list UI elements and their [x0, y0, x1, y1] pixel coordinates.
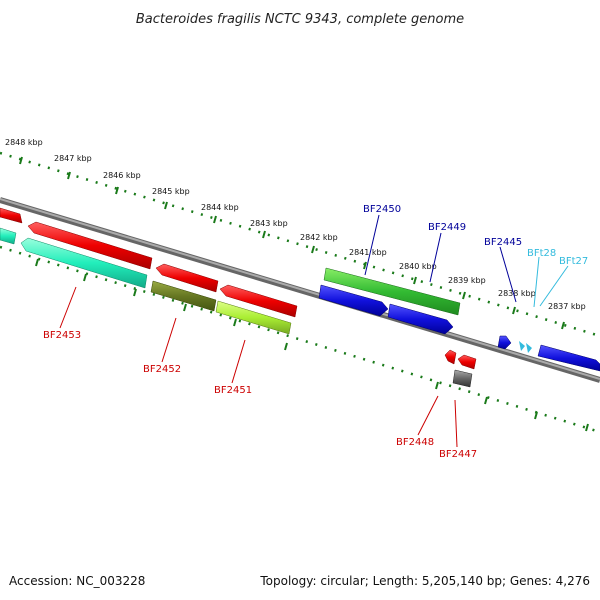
gene-label[interactable]: BF2453: [43, 330, 81, 341]
gene-label[interactable]: BF2451: [214, 385, 252, 396]
forward-genes: [0, 207, 600, 372]
gene-label[interactable]: BFt28: [527, 248, 556, 259]
gene-box[interactable]: [452, 369, 473, 388]
gene-arrow[interactable]: [537, 344, 600, 372]
gene-label[interactable]: BF2445: [484, 237, 522, 248]
tick-label: 2847 kbp: [54, 154, 92, 163]
gene-arrow[interactable]: [497, 335, 512, 350]
gene-arrow[interactable]: [318, 284, 389, 317]
tick-label: 2838 kbp: [498, 289, 536, 298]
genome-summary: Topology: circular; Length: 5,205,140 bp…: [259, 574, 590, 588]
gene-arrow[interactable]: [323, 267, 461, 316]
gene-arrow[interactable]: [27, 221, 153, 270]
gene-label[interactable]: BFt27: [559, 256, 588, 267]
trna-arrow[interactable]: [526, 343, 532, 353]
tick-label: 2846 kbp: [103, 171, 141, 180]
gene-label[interactable]: BF2448: [396, 437, 434, 448]
gene-arrow[interactable]: [219, 284, 298, 318]
gene-arrow[interactable]: [444, 349, 457, 365]
genome-backbone-highlight: [0, 198, 600, 380]
gene-arrow[interactable]: [0, 227, 17, 245]
accession-text: Accession: NC_003228: [9, 574, 145, 588]
gene-arrow[interactable]: [457, 354, 477, 370]
tick-label: 2841 kbp: [349, 248, 387, 257]
trna-arrow[interactable]: [519, 341, 525, 351]
tick-label: 2848 kbp: [5, 138, 43, 147]
gene-arrow[interactable]: [387, 303, 454, 335]
upper-major-ticks: [19, 156, 565, 330]
gene-arrow[interactable]: [20, 237, 148, 289]
gene-label[interactable]: BF2450: [363, 204, 401, 215]
gene-label[interactable]: BF2452: [143, 364, 181, 375]
tick-label: 2840 kbp: [399, 262, 437, 271]
gene-arrow[interactable]: [150, 280, 217, 312]
tick-label: 2842 kbp: [300, 233, 338, 242]
tick-label: 2845 kbp: [152, 187, 190, 196]
gene-arrow[interactable]: [155, 263, 219, 293]
page-title: Bacteroides fragilis NCTC 9343, complete…: [136, 12, 464, 27]
lower-major-ticks: [35, 258, 589, 432]
gene-label[interactable]: BF2449: [428, 222, 466, 233]
gene-arrow[interactable]: [215, 300, 292, 335]
tick-label: 2837 kbp: [548, 302, 586, 311]
callout-lines: [59, 214, 569, 448]
gene-label[interactable]: BF2447: [439, 449, 477, 460]
tick-label: 2839 kbp: [448, 276, 486, 285]
gene-arrow[interactable]: [0, 207, 23, 224]
reverse-genes: [0, 227, 477, 388]
gene-labels: BF2453 BF2452 BF2451 BF2450 BF2449 BF244…: [43, 204, 588, 460]
tick-label: 2844 kbp: [201, 203, 239, 212]
tick-labels: 2848 kbp 2847 kbp 2846 kbp 2845 kbp 2844…: [5, 138, 586, 311]
lower-tick-track: [0, 245, 600, 434]
tick-label: 2843 kbp: [250, 219, 288, 228]
